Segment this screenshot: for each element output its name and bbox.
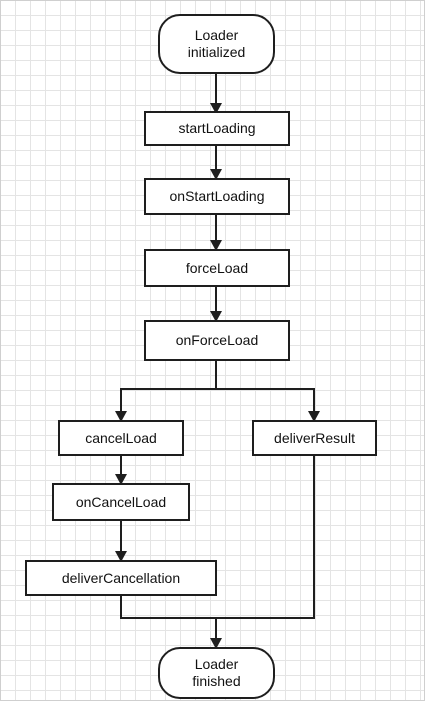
node-label: forceLoad	[185, 259, 249, 276]
edge-deliver-result-to-end	[216, 455, 315, 619]
edge-on-force-load-to-cancel-load	[115, 360, 217, 422]
node-label: onCancelLoad	[75, 493, 167, 510]
node-on-force-load: onForceLoad	[144, 320, 290, 361]
node-loader-finished: Loader finished	[158, 647, 275, 699]
node-loader-initialized: Loader initialized	[158, 14, 275, 74]
node-label: onForceLoad	[175, 332, 259, 348]
node-cancel-load: cancelLoad	[58, 420, 184, 456]
node-on-cancel-load: onCancelLoad	[52, 483, 190, 521]
edge-on-force-load-to-deliver-result	[216, 388, 320, 422]
edge-deliver-cancellation-to-end	[120, 595, 222, 649]
node-label: deliverCancellation	[61, 569, 181, 586]
node-label: deliverResult	[274, 429, 355, 446]
node-deliver-result: deliverResult	[252, 420, 377, 456]
node-label: startLoading	[178, 120, 256, 136]
node-label: onStartLoading	[169, 188, 265, 204]
node-on-start-loading: onStartLoading	[144, 178, 290, 215]
node-force-load: forceLoad	[144, 249, 290, 287]
node-label: Loader finished	[192, 656, 241, 689]
node-deliver-cancellation: deliverCancellation	[25, 560, 217, 596]
node-start-loading: startLoading	[144, 111, 290, 146]
node-label: cancelLoad	[85, 429, 157, 446]
node-label: Loader initialized	[187, 27, 246, 60]
